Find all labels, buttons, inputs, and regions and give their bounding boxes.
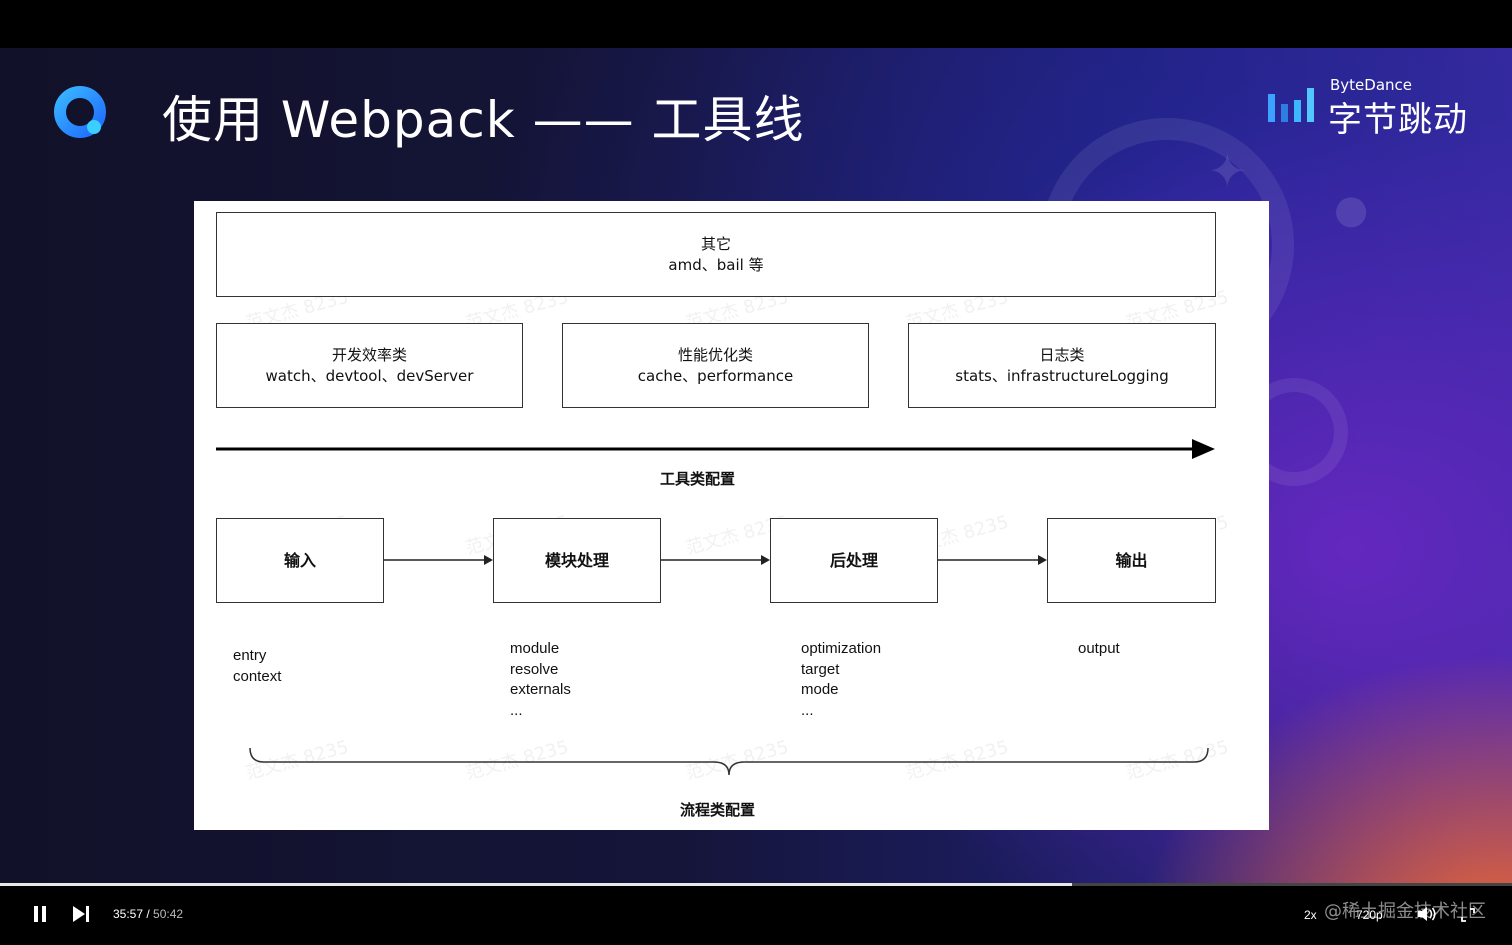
progress-bar-fill [0, 883, 1072, 886]
tool-config-label: 工具类配置 [660, 470, 736, 488]
decorative-star-icon: ✦ [1208, 145, 1247, 197]
dev-efficiency-box: 开发效率类 watch、devtool、devServer [216, 323, 523, 408]
logging-box: 日志类 stats、infrastructureLogging [908, 323, 1216, 408]
stage-postprocess-options: optimization target mode ... [801, 640, 882, 719]
stage-module-box: 模块处理 [493, 518, 661, 603]
other-config-box: 其它 amd、bail 等 [216, 212, 1216, 297]
tool-axis-arrow [216, 439, 1215, 459]
stage-postprocess-box: 后处理 [770, 518, 938, 603]
other-config-title: 其它 [700, 234, 731, 253]
slide: ✦ ● 使用 Webpack —— 工具线 ByteDance 字节跳动 范文杰… [0, 48, 1512, 898]
stage-output-label: 输出 [1115, 551, 1148, 570]
stage-output-box: 输出 [1047, 518, 1216, 603]
time-separator: / [143, 907, 154, 921]
stage-module-label: 模块处理 [544, 551, 609, 570]
pause-icon[interactable] [32, 905, 48, 923]
bytedance-bars-icon [1268, 88, 1314, 122]
slide-title: 使用 Webpack —— 工具线 [162, 91, 805, 149]
webpack-config-diagram: 范文杰 8235 范文杰 8235 范文杰 8235 范文杰 8235 范文杰 … [194, 201, 1269, 830]
current-time: 35:57 [113, 907, 144, 921]
playback-time: 35:57 / 50:42 [113, 907, 183, 921]
performance-title: 性能优化类 [677, 345, 753, 364]
dev-efficiency-items: watch、devtool、devServer [265, 366, 474, 385]
volume-icon[interactable] [1416, 905, 1438, 923]
logging-items: stats、infrastructureLogging [955, 366, 1169, 385]
decorative-star-icon: ● [1330, 169, 1373, 247]
stage-postprocess-label: 后处理 [829, 551, 878, 570]
stage-output-options: output [1078, 640, 1120, 657]
progress-bar[interactable] [0, 883, 1512, 886]
logging-title: 日志类 [1039, 345, 1085, 364]
top-black-bar [0, 0, 1512, 48]
site-watermark: @稀土掘金技术社区 [1324, 901, 1486, 922]
other-config-items: amd、bail 等 [668, 255, 764, 274]
stage-input-label: 输入 [283, 551, 316, 570]
stage-input-options: entry context [233, 647, 282, 685]
performance-items: cache、performance [637, 366, 794, 385]
brand-name-cn: 字节跳动 [1328, 100, 1468, 140]
performance-box: 性能优化类 cache、performance [562, 323, 869, 408]
brand-name-en: ByteDance [1330, 76, 1413, 94]
video-controls: 35:57 / 50:42 @稀土掘金技术社区 2x 720p [0, 883, 1512, 945]
stage-input-box: 输入 [216, 518, 384, 603]
fullscreen-icon[interactable] [1460, 907, 1476, 923]
flow-config-label: 流程类配置 [680, 801, 756, 819]
dev-efficiency-title: 开发效率类 [331, 345, 407, 364]
quality-button[interactable]: 720p [1356, 908, 1383, 922]
duration: 50:42 [153, 907, 184, 921]
course-logo-icon [54, 86, 106, 138]
next-icon[interactable] [71, 905, 91, 923]
flow-arrows [249, 555, 1209, 776]
stage-module-options: module resolve externals ... [510, 640, 571, 719]
playback-speed-button[interactable]: 2x [1304, 908, 1317, 922]
bytedance-logo: ByteDance 字节跳动 [1268, 76, 1478, 140]
